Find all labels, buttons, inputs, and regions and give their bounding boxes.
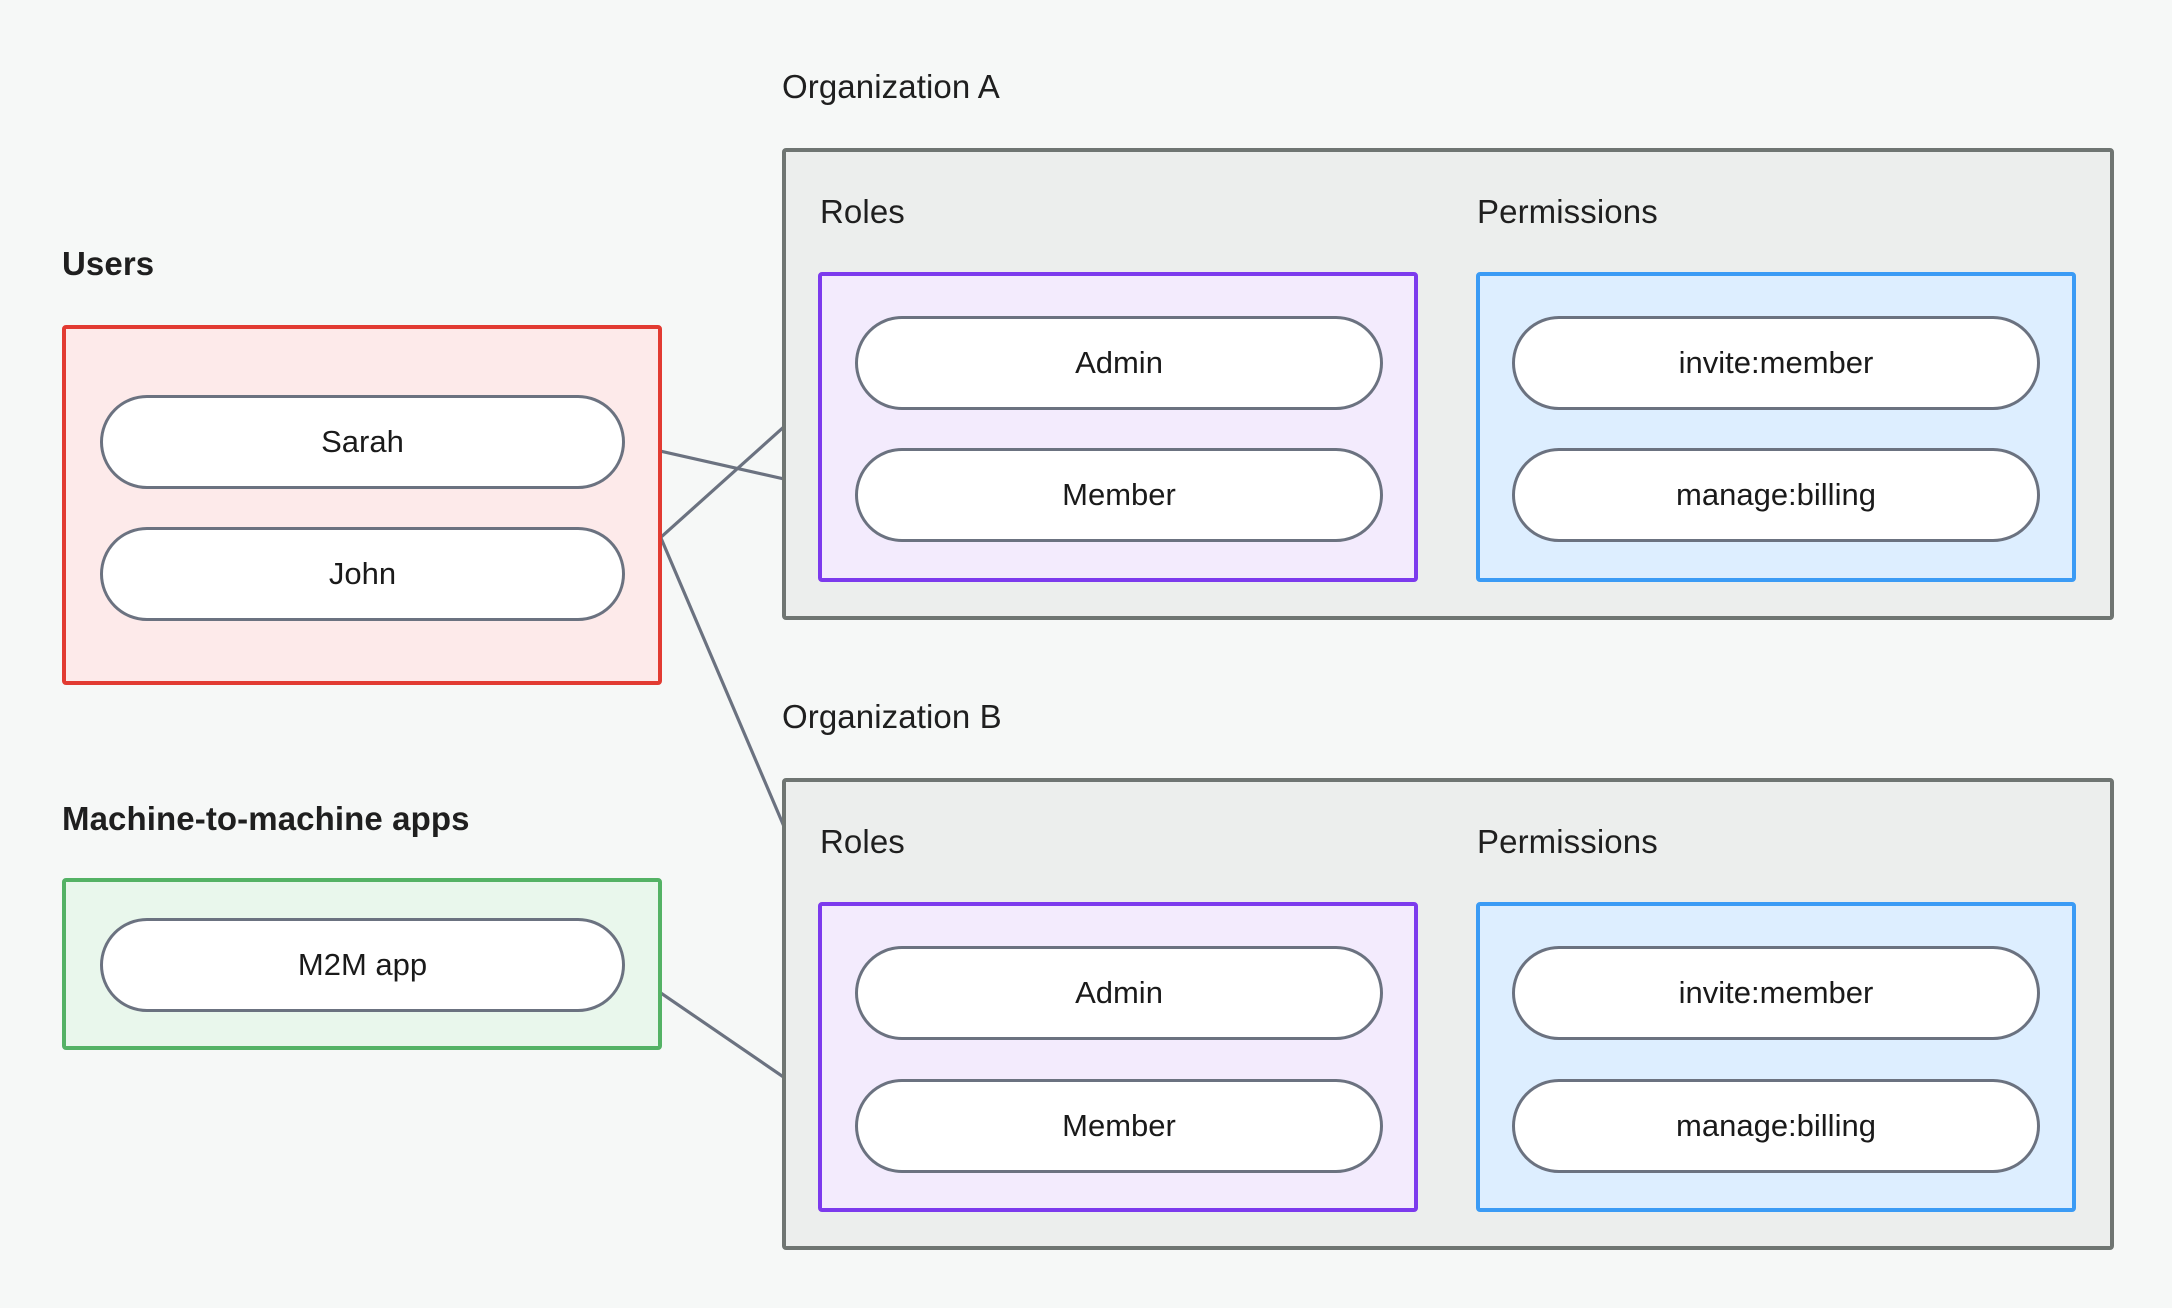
node-orgb-perm-invite-member[interactable]: invite:member — [1512, 946, 2040, 1040]
node-john[interactable]: John — [100, 527, 625, 621]
users-caption: Users — [62, 245, 155, 282]
org-a-permissions-caption: Permissions — [1477, 193, 1658, 230]
m2m-caption: Machine-to-machine apps — [62, 800, 470, 837]
node-orga-perm-manage-billing[interactable]: manage:billing — [1512, 448, 2040, 542]
node-sarah[interactable]: Sarah — [100, 395, 625, 489]
node-orga-role-member[interactable]: Member — [855, 448, 1383, 542]
org-b-roles-caption: Roles — [820, 823, 905, 860]
node-orgb-role-member[interactable]: Member — [855, 1079, 1383, 1173]
node-orga-perm-invite-member[interactable]: invite:member — [1512, 316, 2040, 410]
node-orga-role-admin[interactable]: Admin — [855, 316, 1383, 410]
users-group — [62, 325, 662, 685]
org-a-roles-caption: Roles — [820, 193, 905, 230]
node-orgb-role-admin[interactable]: Admin — [855, 946, 1383, 1040]
org-b-permissions-caption: Permissions — [1477, 823, 1658, 860]
node-m2m-app[interactable]: M2M app — [100, 918, 625, 1012]
node-orgb-perm-manage-billing[interactable]: manage:billing — [1512, 1079, 2040, 1173]
org-a-caption: Organization A — [782, 68, 1000, 105]
org-b-caption: Organization B — [782, 698, 1002, 735]
